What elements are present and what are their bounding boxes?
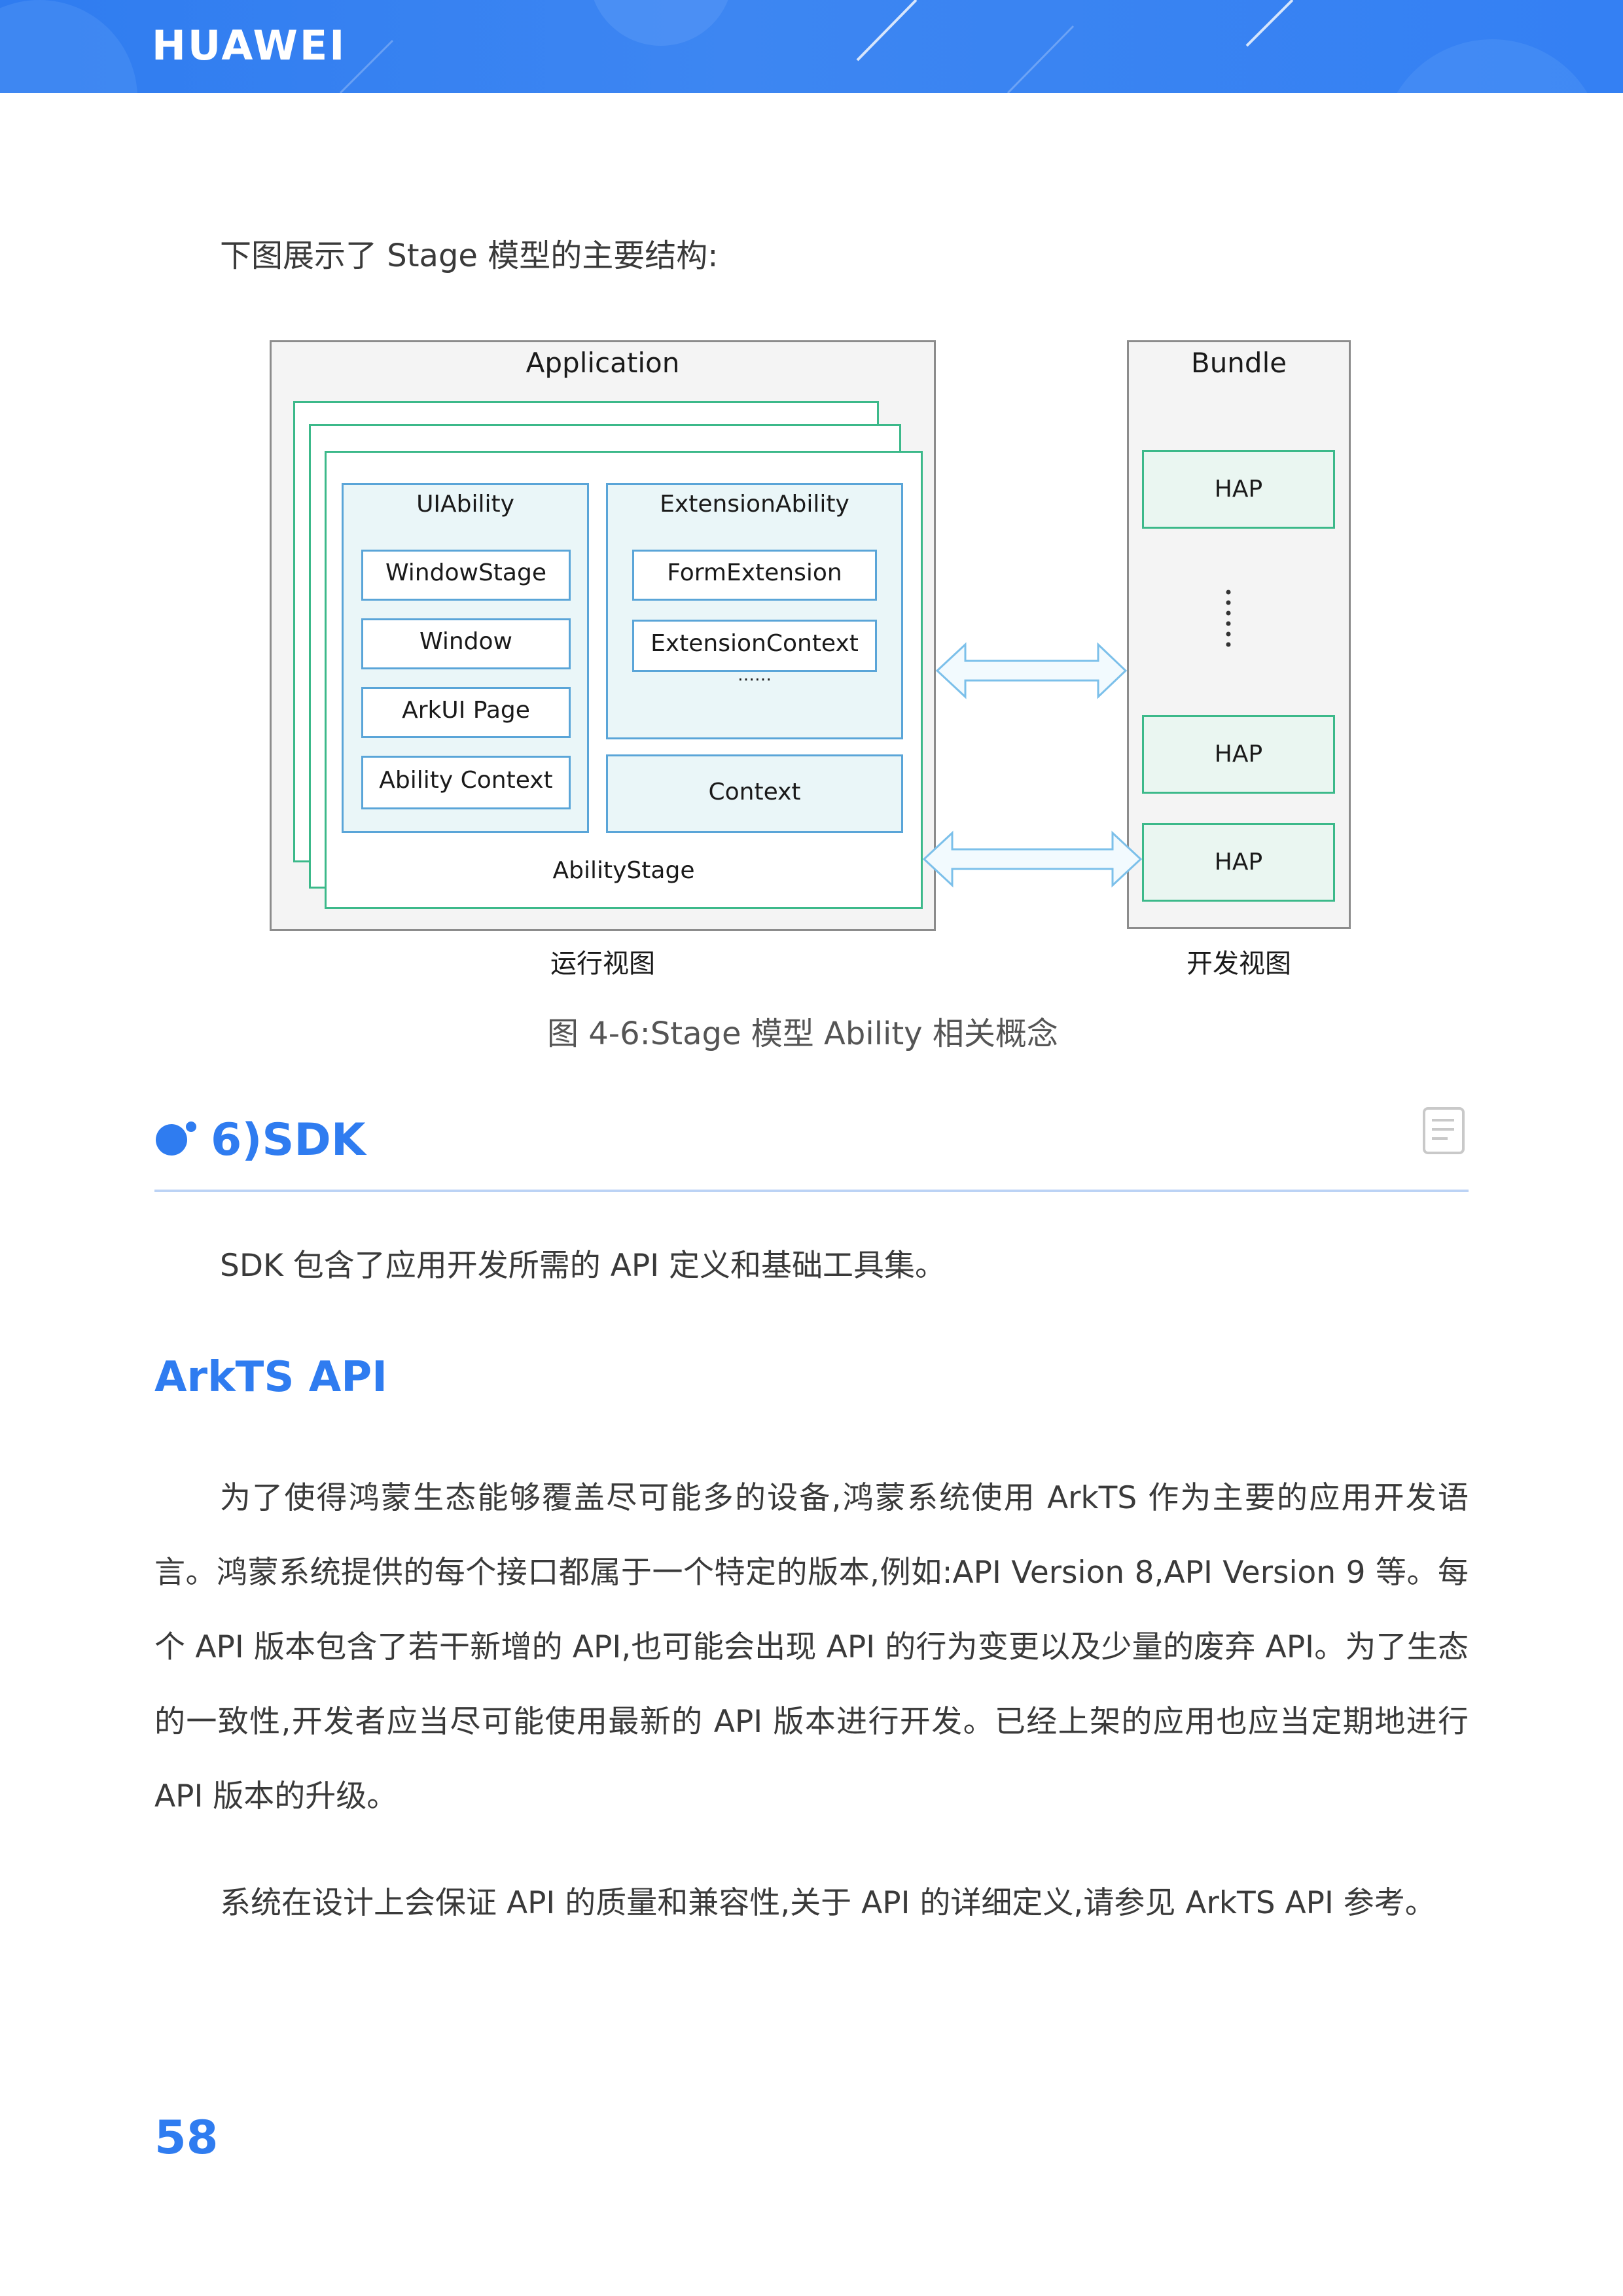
runtime-view-label: 运行视图 xyxy=(550,949,655,979)
section-title: 6)SDK xyxy=(211,1114,366,1166)
dev-view-label: 开发视图 xyxy=(1186,949,1291,979)
windowstage-label: WindowStage xyxy=(385,559,546,586)
hap-label-1: HAP xyxy=(1214,476,1263,503)
page-number: 58 xyxy=(154,2111,219,2164)
ability-context-label: Ability Context xyxy=(379,767,553,794)
window-label: Window xyxy=(419,628,512,655)
intro-text: 下图展示了 Stage 模型的主要结构: xyxy=(220,238,719,274)
hap-box-1 xyxy=(1142,450,1335,529)
extensioncontext-box xyxy=(632,620,877,672)
page-header: HUAWEI xyxy=(0,0,1623,93)
application-label: Application xyxy=(526,347,680,379)
extension-more-ellipsis: …… xyxy=(738,665,772,685)
figure-caption: 图 4-6:Stage 模型 Ability 相关概念 xyxy=(547,1016,1058,1052)
uiability-label: UIAbility xyxy=(416,491,514,518)
bundle-label: Bundle xyxy=(1190,347,1287,379)
windowstage-box xyxy=(361,550,571,601)
stage-model-diagram: Application UIAbility WindowStage Window… xyxy=(262,330,1361,991)
hap-box-2 xyxy=(1142,715,1335,794)
ability-context-box xyxy=(361,756,571,809)
arkui-page-label: ArkUI Page xyxy=(402,697,530,724)
window-box xyxy=(361,618,571,669)
brand-logo: HUAWEI xyxy=(152,22,347,69)
note-icon xyxy=(1423,1107,1465,1154)
extensionability-label: ExtensionAbility xyxy=(660,491,849,518)
extensionability-box xyxy=(606,483,903,739)
arkts-api-paragraph-1: 为了使得鸿蒙生态能够覆盖尽可能多的设备,鸿蒙系统使用 ArkTS 作为主要的应用… xyxy=(154,1480,1469,1814)
context-label: Context xyxy=(708,779,801,805)
section-divider xyxy=(154,1190,1469,1192)
double-arrow-icon-upper xyxy=(935,642,1128,699)
vertical-ellipsis-icon xyxy=(1226,590,1231,647)
section-bullet-icon xyxy=(156,1122,196,1156)
hap-label-2: HAP xyxy=(1214,741,1263,768)
abilitystage-label: AbilityStage xyxy=(552,857,695,884)
header-decoration xyxy=(0,0,1588,93)
extensioncontext-label: ExtensionContext xyxy=(651,630,859,657)
formextension-label: FormExtension xyxy=(667,559,842,586)
hap-label-3: HAP xyxy=(1214,849,1263,875)
arkts-api-paragraph-2: 系统在设计上会保证 API 的质量和兼容性,关于 API 的详细定义,请参见 A… xyxy=(220,1885,1436,1921)
hap-box-3 xyxy=(1142,823,1335,902)
subsection-title: ArkTS API xyxy=(154,1353,387,1402)
arkui-page-box xyxy=(361,687,571,738)
double-arrow-icon-lower xyxy=(922,830,1143,888)
diagram-connectors xyxy=(922,590,1231,888)
formextension-box xyxy=(632,550,877,601)
sdk-description: SDK 包含了应用开发所需的 API 定义和基础工具集。 xyxy=(220,1248,946,1284)
context-box xyxy=(606,754,903,833)
